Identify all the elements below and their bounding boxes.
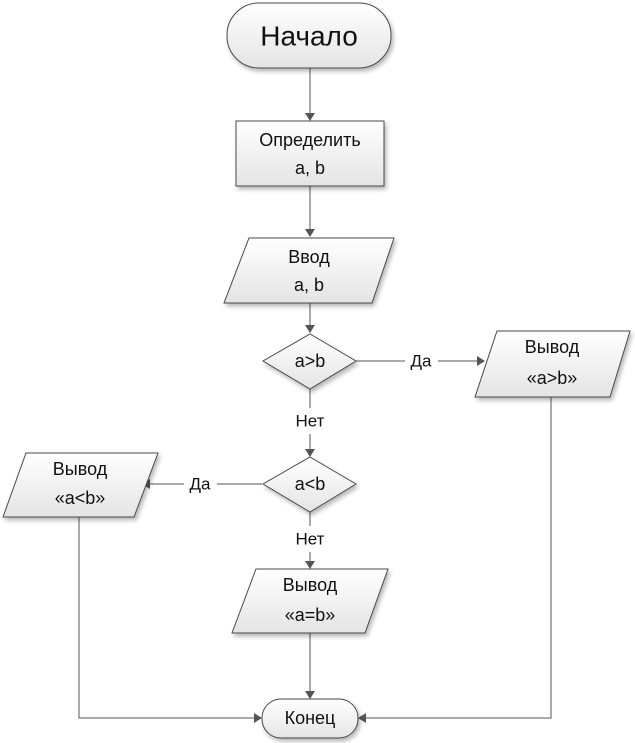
connector-outlt-end	[78, 517, 254, 719]
arrowhead	[305, 561, 315, 569]
out-lt-label-line1: Вывод	[53, 459, 108, 479]
out-eq-label-line2: «a=b»	[285, 605, 336, 625]
arrowhead	[254, 713, 262, 723]
connector-outgt-end	[366, 397, 552, 719]
data-io-shape	[474, 330, 631, 398]
data-io-shape	[223, 237, 395, 304]
define-label-line1: Определить	[259, 130, 360, 150]
out-lt-label-line2: «a<b»	[55, 488, 106, 508]
node-end: Конец	[261, 698, 359, 739]
terminator-shape	[226, 2, 392, 69]
arrowhead	[305, 691, 315, 699]
cond1-label: a>b	[295, 351, 326, 371]
arrowhead	[477, 356, 485, 366]
edge-label-cond1-yes: Да	[411, 352, 433, 371]
arrowhead	[305, 229, 315, 237]
end-label: Конец	[285, 708, 336, 728]
terminator-shape	[261, 698, 359, 739]
node-cond1: a>b	[262, 333, 357, 390]
out-gt-label-line1: Вывод	[525, 337, 580, 357]
node-define: Определить a, b	[235, 120, 385, 187]
arrowhead	[305, 113, 315, 121]
edge-label-cond1-no: Нет	[296, 412, 325, 431]
node-start: Начало	[226, 2, 392, 69]
arrowhead	[305, 325, 315, 333]
edge-labels: Да Нет Да Нет	[184, 348, 438, 552]
arrowhead	[305, 449, 315, 457]
edge-label-cond2-no: Нет	[296, 530, 325, 549]
process-shape	[235, 120, 385, 187]
decision-shape	[262, 333, 357, 390]
data-io-shape	[231, 568, 389, 634]
decision-shape	[262, 456, 357, 513]
define-label-line2: a, b	[295, 158, 325, 178]
start-label: Начало	[260, 21, 358, 52]
cond2-label: a<b	[295, 474, 326, 494]
edge-label-cond2-yes: Да	[190, 475, 212, 494]
out-gt-label-line2: «a>b»	[527, 368, 578, 388]
data-io-shape	[2, 452, 159, 518]
arrowhead	[358, 713, 366, 723]
node-cond2: a<b	[262, 456, 357, 513]
out-eq-label-line1: Вывод	[283, 575, 338, 595]
input-label-line1: Ввод	[288, 247, 330, 267]
node-out-gt: Вывод «a>b»	[474, 330, 631, 398]
node-input: Ввод a, b	[223, 237, 395, 304]
input-label-line2: a, b	[294, 275, 324, 295]
node-out-lt: Вывод «a<b»	[2, 452, 159, 518]
node-out-eq: Вывод «a=b»	[231, 568, 389, 634]
